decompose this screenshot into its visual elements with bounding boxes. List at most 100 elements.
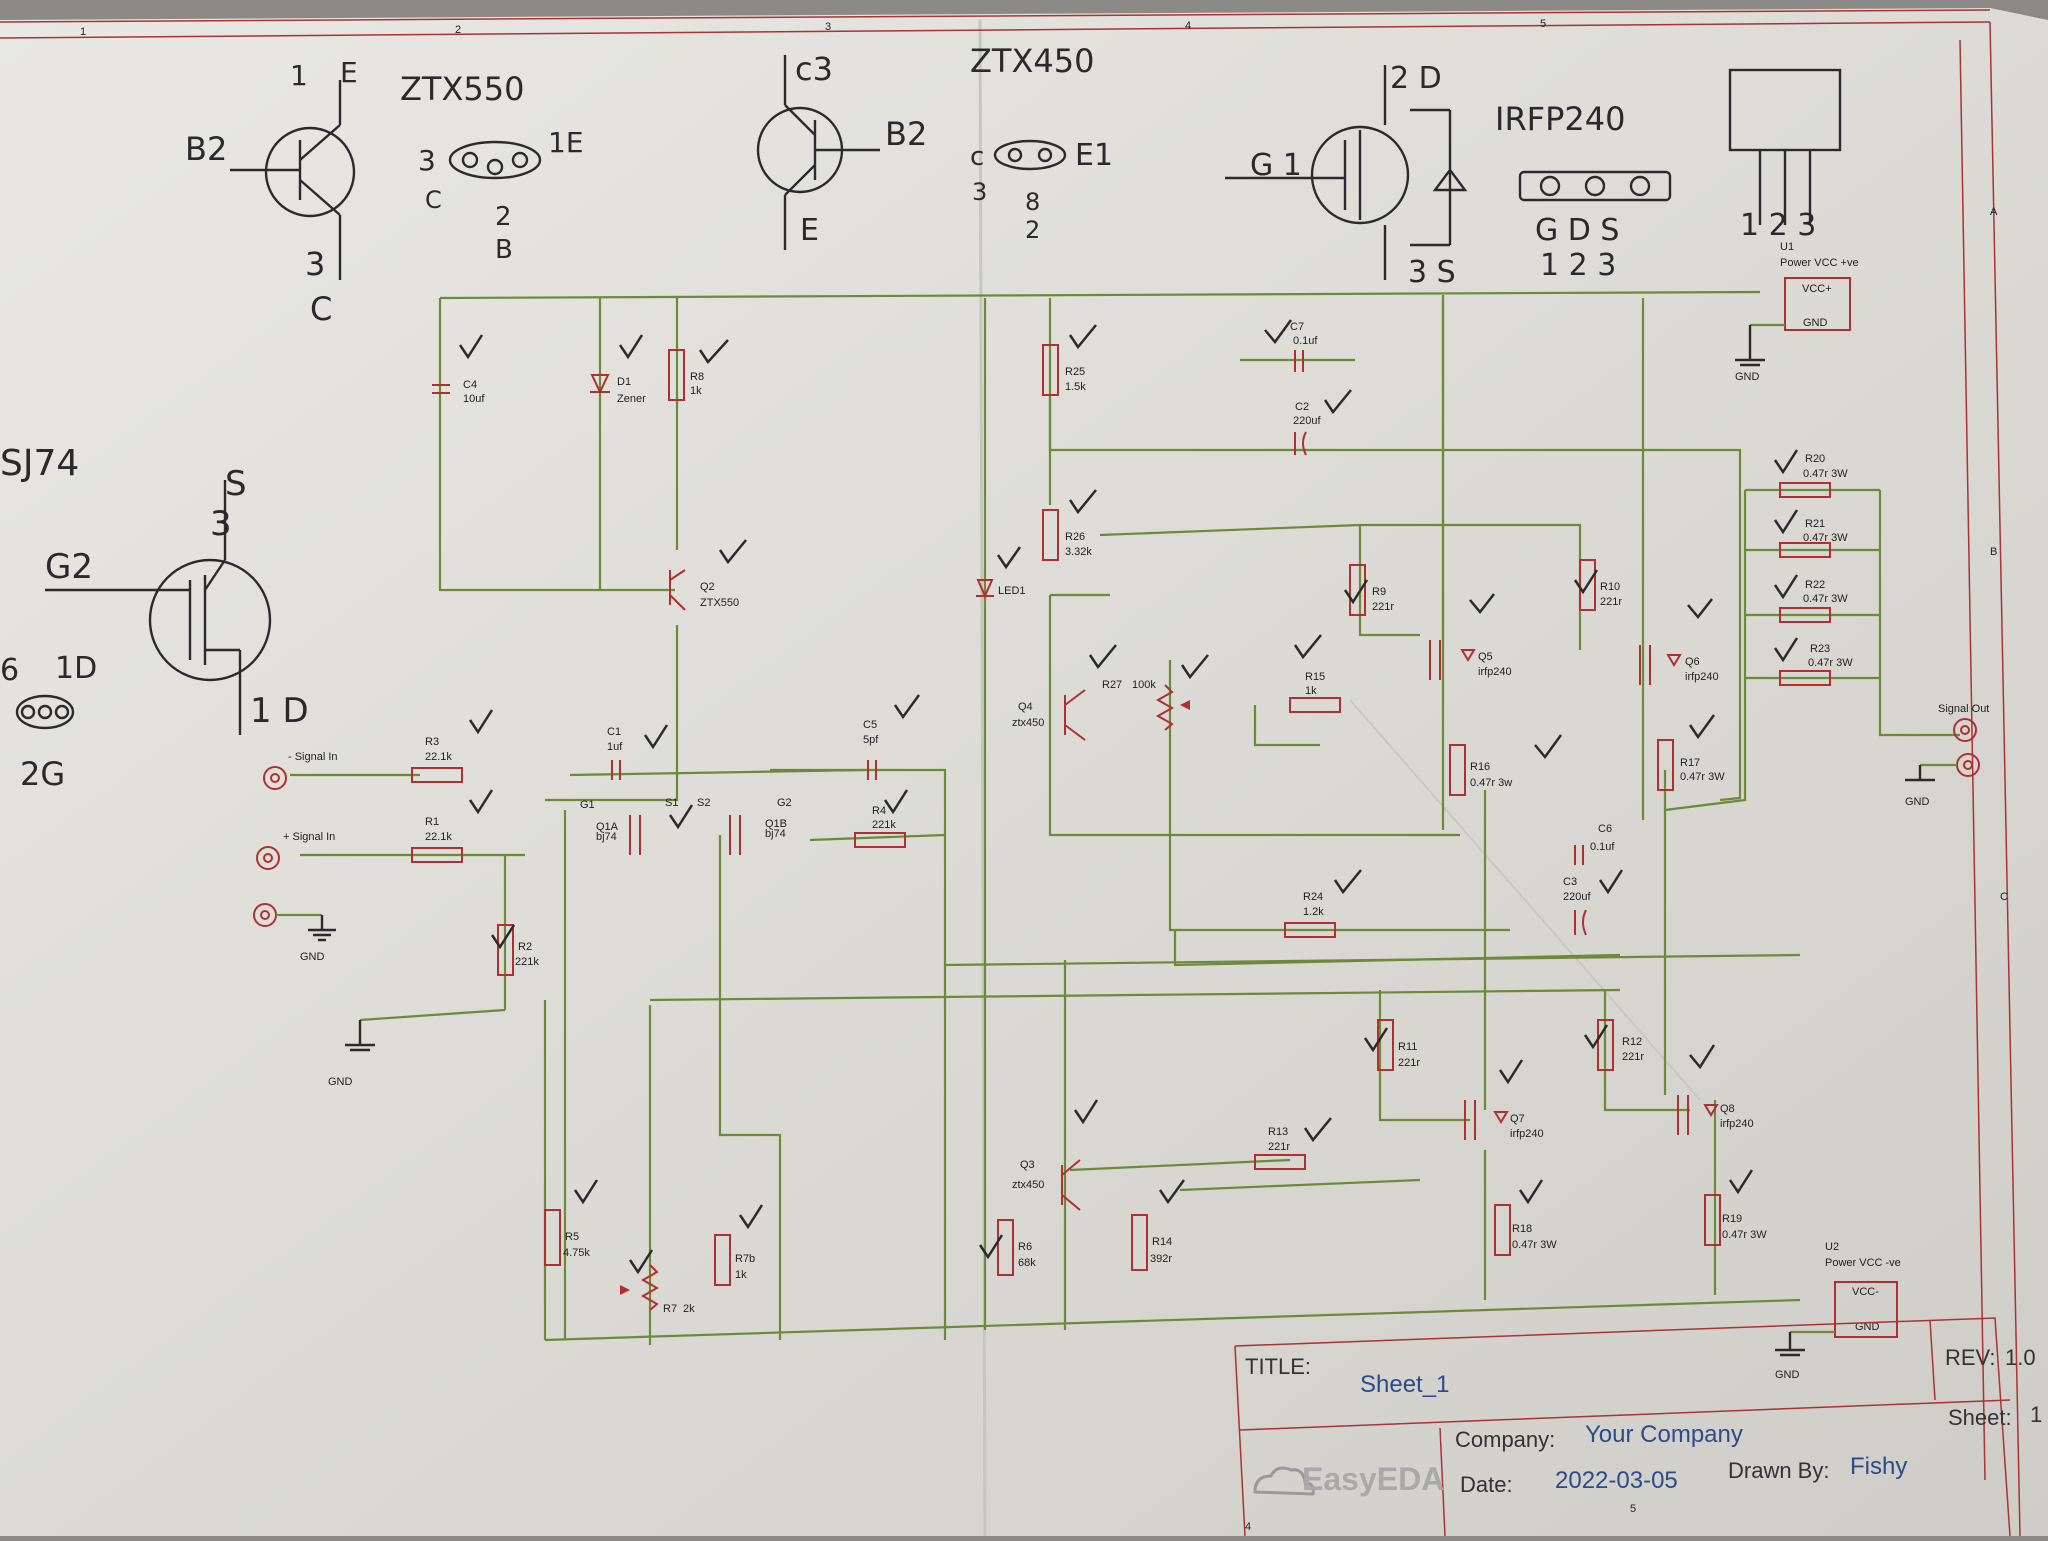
- bj74-g-text: 2G: [20, 755, 65, 793]
- svg-text:0.47r 3W: 0.47r 3W: [1803, 468, 1848, 480]
- svg-text:ztx450: ztx450: [1012, 1179, 1044, 1191]
- bj74-g2-text: G2: [45, 547, 93, 587]
- bj74-1d-text: 1 D: [250, 691, 309, 731]
- c4-capacitor: C4 10uf: [432, 379, 485, 405]
- svg-text:220uf: 220uf: [1293, 415, 1321, 427]
- svg-text:221r: 221r: [1600, 596, 1622, 608]
- sheet-border: 1 2 3 4 5 A B C 4 5: [0, 9, 2021, 1537]
- svg-text:R3: R3: [425, 736, 439, 748]
- ztx450-fp3-text: 3: [972, 178, 987, 206]
- paper-crease: [1349, 699, 1701, 1101]
- r1-resistor: R1 22.1k: [411, 816, 463, 863]
- svg-text:LED1: LED1: [998, 585, 1026, 597]
- title-label: TITLE:: [1245, 1354, 1311, 1379]
- irfp240-g-text: G 1: [1250, 148, 1302, 183]
- svg-text:bj74: bj74: [596, 831, 617, 843]
- svg-text:D1: D1: [617, 376, 631, 388]
- svg-text:Power VCC -ve: Power VCC -ve: [1825, 1257, 1901, 1269]
- q1-s2-label: S2: [697, 797, 710, 809]
- svg-text:2k: 2k: [683, 1303, 695, 1315]
- svg-text:C2: C2: [1295, 401, 1309, 413]
- svg-text:R12: R12: [1622, 1036, 1642, 1048]
- signal-out-connector: Signal Out GND: [1905, 703, 1989, 808]
- svg-text:R17: R17: [1680, 757, 1700, 769]
- r2-resistor: R2 221k: [497, 924, 539, 976]
- ztx550-e-text: E: [340, 56, 358, 89]
- q1-g2-label: G2: [777, 797, 792, 809]
- r7b-resistor: R7b 1k: [714, 1234, 755, 1286]
- svg-text:irfp240: irfp240: [1685, 671, 1719, 683]
- svg-text:220uf: 220uf: [1563, 891, 1591, 903]
- grid-row-b: B: [1990, 546, 1997, 558]
- svg-text:C1: C1: [607, 726, 621, 738]
- svg-text:R24: R24: [1303, 891, 1323, 903]
- c7-capacitor: C7 0.1uf: [1290, 321, 1318, 372]
- gnd-left: GND: [328, 1008, 506, 1088]
- svg-text:Signal Out: Signal Out: [1938, 703, 1989, 715]
- svg-text:0.47r 3W: 0.47r 3W: [1512, 1239, 1557, 1251]
- r9-resistor: R9 221r: [1349, 564, 1394, 616]
- svg-text:R1: R1: [425, 816, 439, 828]
- ztx450-fp8-text: 8: [1025, 188, 1040, 216]
- r17-resistor: R17 0.47r 3W: [1657, 739, 1725, 791]
- grid-col-5: 5: [1540, 18, 1546, 30]
- ztx550-fpe-text: 1E: [548, 126, 584, 159]
- ztx550-sketch: 1 E B2 3 C ZTX550 3 C 1E 2 B: [185, 56, 584, 328]
- q1-s1-label: S1: [665, 797, 678, 809]
- grid-row-c: C: [2000, 891, 2008, 903]
- company-label: Company:: [1455, 1427, 1555, 1452]
- svg-text:Q4: Q4: [1018, 701, 1033, 713]
- r15-resistor: R15 1k: [1289, 671, 1341, 713]
- svg-text:Q6: Q6: [1685, 656, 1700, 668]
- ztx550-fpb-text: B: [495, 235, 513, 265]
- grid-row-a: A: [1990, 206, 1998, 218]
- svg-text:R6: R6: [1018, 1241, 1032, 1253]
- svg-text:68k: 68k: [1018, 1257, 1036, 1269]
- svg-text:0.47r 3w: 0.47r 3w: [1470, 777, 1512, 789]
- svg-text:Q2: Q2: [700, 581, 715, 593]
- date-label: Date:: [1460, 1472, 1513, 1497]
- ztx450-sketch: c3 B2 E ZTX450 c E1 3 8 2: [756, 42, 1113, 250]
- grid-col-3: 3: [825, 21, 831, 33]
- svg-text:221k: 221k: [872, 819, 896, 831]
- svg-text:R4: R4: [872, 805, 886, 817]
- ztx450-c3-text: c3: [795, 50, 833, 88]
- svg-text:R13: R13: [1268, 1126, 1288, 1138]
- ztx450-fpc-text: c: [970, 142, 984, 172]
- svg-text:Zener: Zener: [617, 393, 646, 405]
- ztx450-fpe1-text: E1: [1075, 138, 1113, 173]
- irfp240-title: IRFP240: [1495, 100, 1625, 138]
- bj74-s-text: S: [225, 464, 247, 504]
- svg-text:22.1k: 22.1k: [425, 751, 452, 763]
- svg-text:100k: 100k: [1132, 679, 1156, 691]
- svg-text:Q1B: Q1B: [765, 818, 787, 830]
- r6-resistor: R6 68k: [997, 1219, 1036, 1276]
- drawn-value: Fishy: [1850, 1453, 1907, 1480]
- svg-text:R8: R8: [690, 371, 704, 383]
- svg-text:3.32k: 3.32k: [1065, 546, 1092, 558]
- u2-power-module: U2 Power VCC -ve VCC- GND GND: [1775, 1241, 1901, 1381]
- svg-text:ZTX550: ZTX550: [700, 597, 739, 609]
- to247-pins-text: 1 2 3: [1740, 208, 1816, 243]
- d1-zener: D1 Zener: [590, 374, 646, 405]
- svg-text:irfp240: irfp240: [1478, 666, 1512, 678]
- svg-text:C4: C4: [463, 379, 477, 391]
- r16-resistor: R16 0.47r 3w: [1449, 744, 1512, 796]
- svg-text:221k: 221k: [515, 956, 539, 968]
- svg-text:R9: R9: [1372, 586, 1386, 598]
- company-value: Your Company: [1585, 1421, 1743, 1448]
- svg-text:+ Signal In: + Signal In: [283, 831, 335, 843]
- ztx550-c-text: C: [310, 290, 332, 328]
- title-block: TITLE: Sheet_1 REV: 1.0 Sheet: 1 Company…: [1234, 1317, 2042, 1537]
- svg-text:221r: 221r: [1372, 601, 1394, 613]
- svg-text:R2: R2: [518, 941, 532, 953]
- grid-col-4: 4: [1185, 20, 1191, 32]
- irfp240-sketch: 2 D G 1 3 S IRFP240 G D S 1 2 3: [1225, 61, 1672, 290]
- svg-text:22.1k: 22.1k: [425, 831, 452, 843]
- svg-text:Q3: Q3: [1020, 1159, 1035, 1171]
- svg-text:1k: 1k: [735, 1269, 747, 1281]
- irfp240-s-text: 3 S: [1408, 255, 1456, 290]
- bj74-d-text: 1D: [55, 651, 97, 686]
- to247-sketch: 1 2 3: [1728, 68, 1842, 243]
